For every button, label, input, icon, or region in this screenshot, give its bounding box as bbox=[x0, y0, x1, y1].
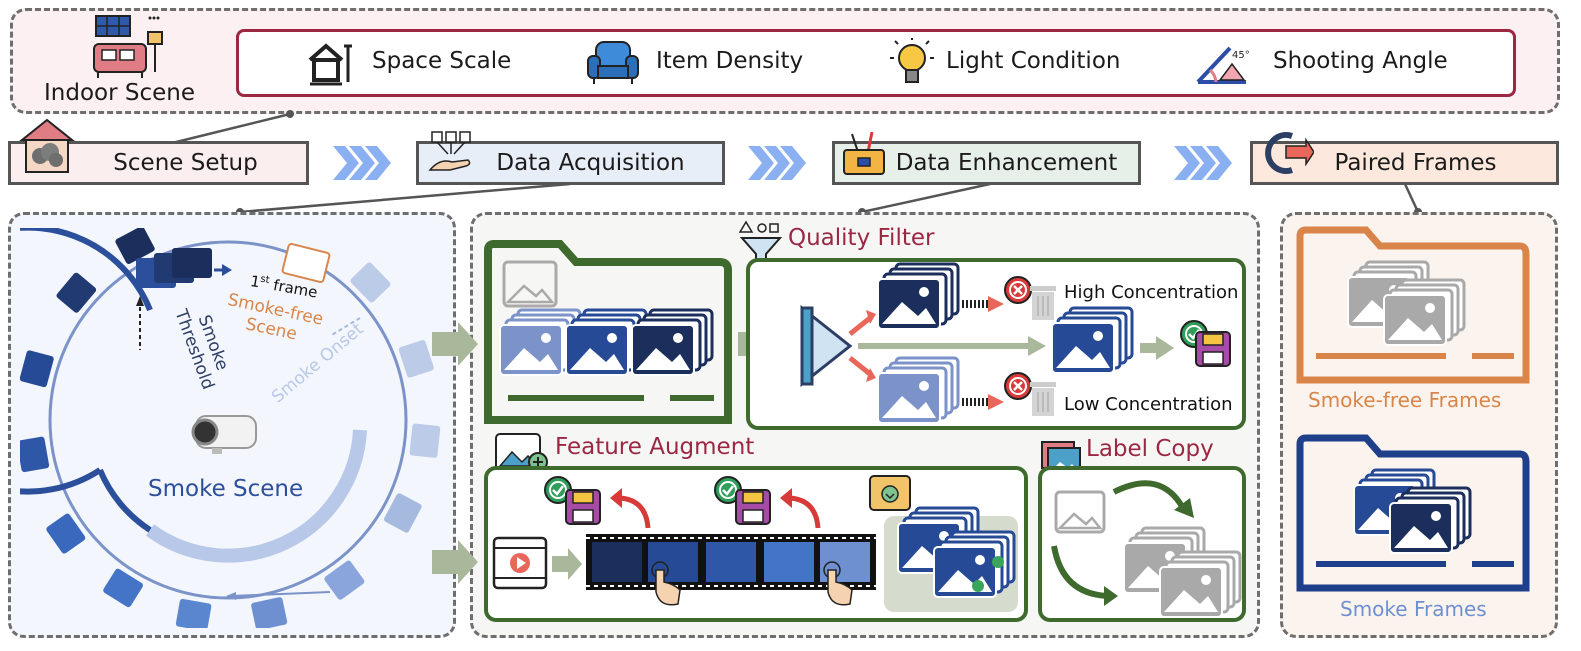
smoke-frame-tile bbox=[251, 597, 288, 628]
feature-augment-diagram bbox=[492, 475, 1018, 612]
smoke-frame-tile bbox=[409, 423, 441, 458]
camera-icon bbox=[191, 415, 257, 454]
chevrons-arrow-3 bbox=[1174, 146, 1232, 180]
smoke-frame-tile bbox=[56, 272, 97, 313]
factor-light-condition: Light Condition bbox=[946, 48, 1121, 74]
chevrons-arrow-1 bbox=[333, 146, 391, 180]
smoke-frame-stack bbox=[172, 248, 212, 278]
threshold-arc bbox=[20, 228, 153, 495]
stage-data-acquisition-label: Data Acquisition bbox=[496, 150, 685, 176]
high-concentration-label: High Concentration bbox=[1064, 282, 1239, 303]
armchair-icon bbox=[587, 41, 639, 84]
smoke-frame-tile bbox=[175, 598, 212, 628]
quality-filter-title: Quality Filter bbox=[788, 225, 935, 251]
smoke-frame-tile bbox=[20, 436, 50, 473]
smoke-timeline-wheel bbox=[20, 228, 441, 628]
smoke-scene-title: Smoke Scene bbox=[148, 476, 304, 502]
factor-space-scale: Space Scale bbox=[372, 48, 512, 74]
label-copy-title: Label Copy bbox=[1086, 436, 1214, 462]
smoke-frame-tile bbox=[46, 513, 86, 554]
indoor-scene-label: Indoor Scene bbox=[44, 80, 195, 106]
low-concentration-label: Low Concentration bbox=[1064, 394, 1233, 415]
pointer-hand-icon bbox=[651, 561, 681, 606]
smoke-frame-tile bbox=[324, 560, 365, 600]
green-arrow-upper bbox=[432, 322, 478, 366]
smoke-free-frames-label: Smoke-free Frames bbox=[1308, 388, 1502, 412]
first-frame-ordinal: st bbox=[259, 273, 271, 287]
stage-scene-setup-label: Scene Setup bbox=[113, 150, 258, 176]
smoke-frame-tile bbox=[398, 340, 434, 378]
sync-arrow-icon bbox=[1265, 132, 1314, 174]
factors-box bbox=[236, 29, 1516, 97]
smoke-frame-tile bbox=[384, 493, 422, 533]
smoke-band-arc bbox=[145, 429, 367, 563]
smoke-frames-label: Smoke Frames bbox=[1340, 597, 1487, 621]
hand-data-icon bbox=[428, 131, 471, 171]
factor-shooting-angle: Shooting Angle bbox=[1273, 48, 1448, 74]
smoke-house-icon bbox=[19, 118, 75, 173]
smoke-frame-tile bbox=[350, 262, 391, 303]
angle-mark: 45° bbox=[1232, 50, 1250, 61]
smoke-frame-tile bbox=[20, 350, 54, 388]
smoke-frame-tile bbox=[115, 228, 155, 264]
sofa-icon bbox=[93, 15, 163, 78]
house-icon bbox=[308, 43, 352, 86]
lightbulb-icon bbox=[890, 38, 934, 83]
pointer-hand-icon-2 bbox=[823, 561, 853, 606]
toolbox-icon bbox=[843, 131, 885, 175]
raw-frames-folder bbox=[484, 240, 732, 424]
factor-item-density: Item Density bbox=[656, 48, 804, 74]
smoke-free-folder bbox=[1296, 226, 1530, 384]
quality-filter-diagram bbox=[800, 262, 1231, 425]
feature-augment-title: Feature Augment bbox=[555, 434, 755, 460]
stage-data-enhancement-label: Data Enhancement bbox=[895, 150, 1118, 176]
stage-paired-frames-label: Paired Frames bbox=[1334, 150, 1497, 176]
angle-ruler-icon: 45° bbox=[1196, 46, 1250, 84]
smoke-frame-tile bbox=[103, 568, 143, 608]
label-copy-diagram bbox=[1051, 480, 1242, 618]
smoke-frames-folder bbox=[1296, 434, 1530, 592]
chevrons-arrow-2 bbox=[748, 146, 806, 180]
green-arrow-lower bbox=[432, 540, 478, 584]
